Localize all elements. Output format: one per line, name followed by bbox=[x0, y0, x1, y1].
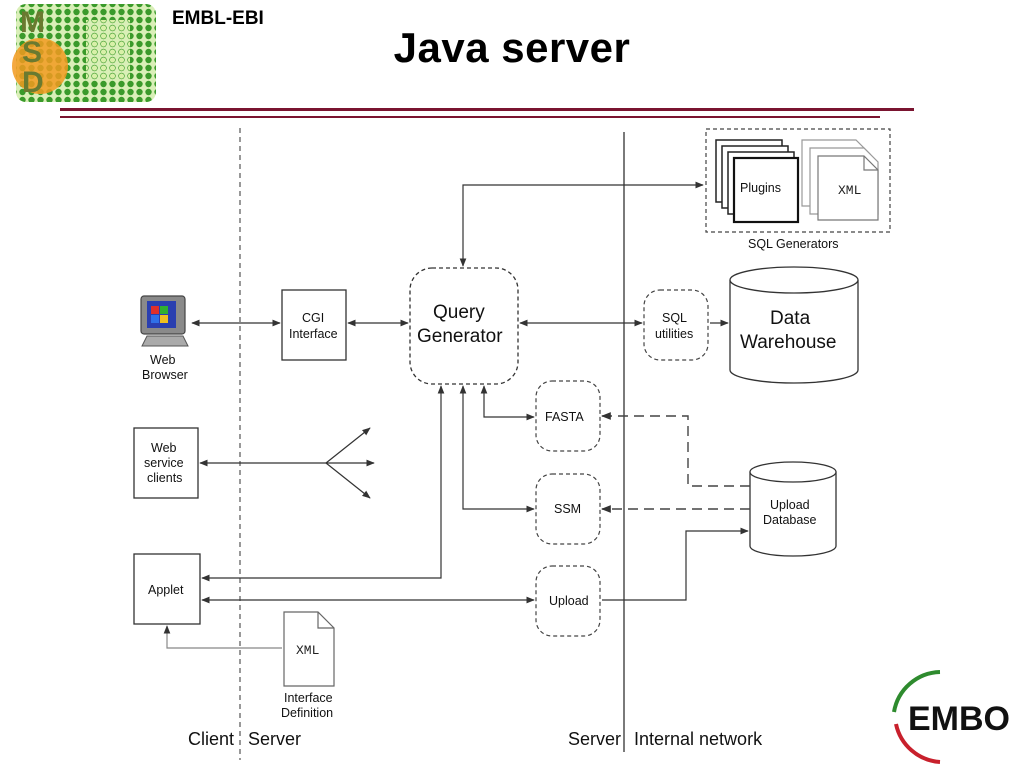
upload-database-cylinder bbox=[749, 461, 837, 557]
applet-box bbox=[133, 553, 201, 625]
upload-label: Upload bbox=[549, 594, 589, 608]
xml-generator-docs bbox=[801, 139, 879, 221]
web-service-clients-label-1: Web bbox=[151, 441, 177, 455]
connectors bbox=[163, 181, 749, 649]
embo-logo: EMBO bbox=[892, 670, 1010, 764]
fasta-label: FASTA bbox=[545, 410, 584, 424]
interface-xml-label: XML bbox=[296, 643, 319, 658]
page-title: Java server bbox=[393, 24, 631, 71]
webservice-branch-down bbox=[325, 462, 371, 499]
webservice-branch-up bbox=[325, 427, 371, 464]
applet-label: Applet bbox=[148, 583, 184, 597]
xml-generator-label: XML bbox=[838, 183, 861, 198]
sql-utilities-label-2: utilities bbox=[655, 327, 693, 341]
fasta-box bbox=[535, 380, 601, 452]
data-warehouse-label-2: Warehouse bbox=[740, 332, 836, 353]
web-browser-label-2: Browser bbox=[142, 368, 188, 382]
interface-def-applet-arrow bbox=[163, 625, 282, 649]
interface-definition-label-1: Interface bbox=[284, 691, 333, 705]
sql-utilities-label-1: SQL bbox=[662, 311, 687, 325]
web-service-clients-box bbox=[133, 427, 199, 499]
zone-internal-label: Internal network bbox=[634, 729, 763, 749]
msd-letter-s: S bbox=[22, 36, 42, 69]
query-generator-label-2: Generator bbox=[417, 326, 503, 347]
msd-logo: M S D bbox=[12, 4, 156, 102]
dashed-connectors bbox=[601, 412, 750, 513]
zone-client-label: Client bbox=[188, 729, 234, 749]
query-generator-label-1: Query bbox=[433, 302, 485, 323]
msd-letter-m: M bbox=[20, 6, 45, 39]
interface-definition-label-2: Definition bbox=[281, 706, 333, 720]
upload-database-label-2: Database bbox=[763, 513, 817, 527]
interface-definition-doc-icon bbox=[283, 611, 335, 687]
cgi-label-2: Interface bbox=[289, 327, 338, 341]
data-warehouse-label-1: Data bbox=[770, 308, 811, 329]
query-fasta-arrow bbox=[480, 385, 535, 421]
ssm-box bbox=[535, 473, 601, 545]
sql-utilities-box bbox=[643, 289, 709, 361]
query-plugins-arrow bbox=[459, 181, 704, 267]
web-service-clients-label-2: service bbox=[144, 456, 184, 470]
plugins-label: Plugins bbox=[740, 181, 781, 195]
title-rule-bottom bbox=[60, 116, 880, 118]
embo-logo-text: EMBO bbox=[908, 700, 1010, 738]
sql-generators-label: SQL Generators bbox=[748, 237, 839, 251]
upload-uploaddb-arrow bbox=[602, 527, 749, 601]
upload-database-label-1: Upload bbox=[770, 498, 810, 512]
data-warehouse-cylinder bbox=[729, 266, 859, 384]
cgi-interface-box bbox=[281, 289, 347, 361]
zone-server-label-right: Server bbox=[568, 729, 621, 749]
org-name: EMBL-EBI bbox=[172, 8, 264, 29]
sql-generators-group: Plugins XML SQL Generators bbox=[705, 128, 891, 251]
uploaddb-fasta-arrow bbox=[601, 412, 750, 487]
title-rule-top bbox=[60, 108, 914, 111]
web-browser-label-1: Web bbox=[150, 353, 176, 367]
msd-letter-d: D bbox=[22, 66, 44, 99]
upload-box bbox=[535, 565, 601, 637]
monitor-icon bbox=[140, 295, 189, 347]
web-service-clients-label-3: clients bbox=[147, 471, 182, 485]
query-applet-arrow bbox=[201, 385, 445, 582]
query-ssm-arrow bbox=[459, 385, 535, 513]
zone-server-label: Server bbox=[248, 729, 301, 749]
doc-fold-icon bbox=[317, 612, 334, 629]
cgi-label-1: CGI bbox=[302, 311, 324, 325]
ssm-label: SSM bbox=[554, 502, 581, 516]
query-generator-box bbox=[409, 267, 519, 385]
